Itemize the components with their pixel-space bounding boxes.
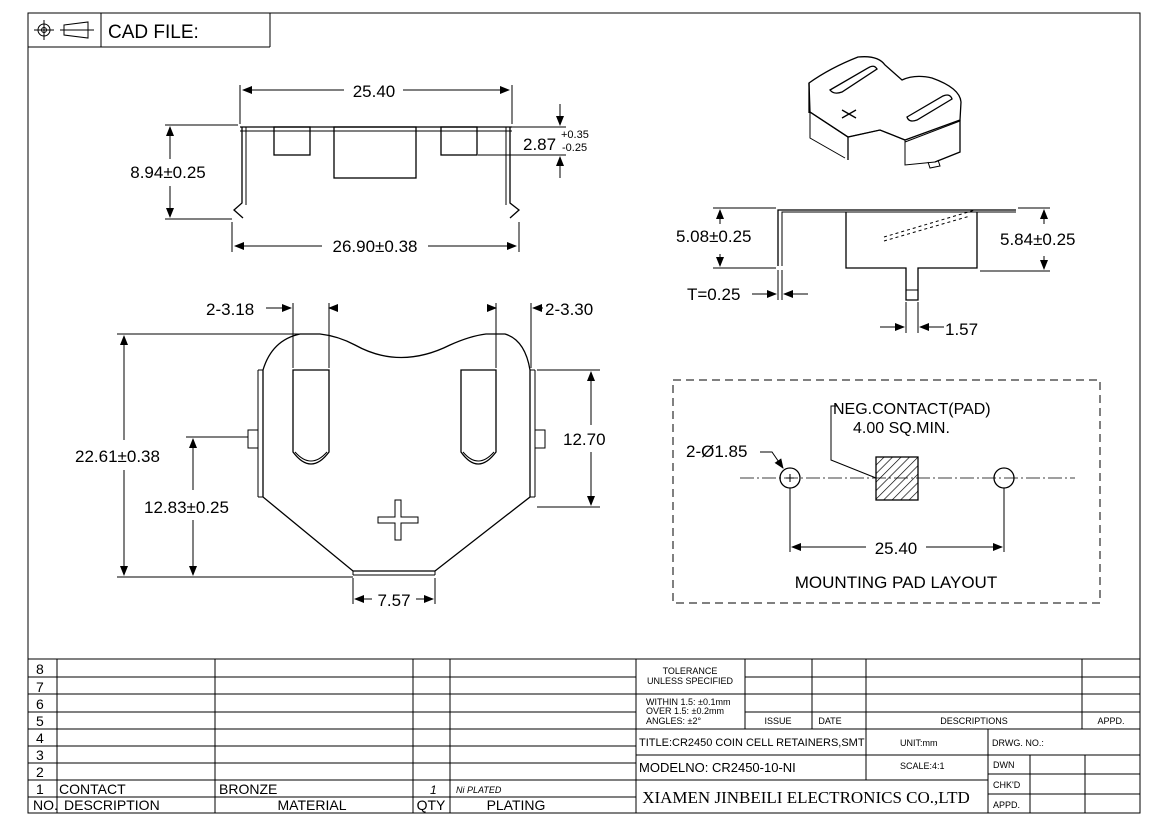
bom-item-description: CONTACT (59, 781, 126, 797)
bom-header-qty: QTY (417, 797, 446, 813)
scale-label: SCALE:4:1 (900, 761, 945, 771)
bom-header-material: MATERIAL (278, 797, 347, 813)
tolerance-over: OVER 1.5: ±0.2mm (646, 706, 724, 716)
bom-item-plating: Ni PLATED (456, 785, 502, 795)
dim-step-tol-minus: -0.25 (562, 142, 587, 154)
dim-bottom-width: 26.90±0.38 (333, 237, 418, 256)
dim-step-tol-plus: +0.35 (561, 129, 589, 141)
dim-bottom-flat: 7.57 (377, 591, 410, 610)
front-view (233, 126, 521, 219)
dim-top-height: 8.94±0.25 (130, 163, 206, 182)
bom-row-number: 5 (36, 713, 44, 729)
dim-tab-height: 12.83±0.25 (144, 498, 229, 517)
plan-view (247, 333, 546, 576)
bom-row-number: 7 (36, 679, 44, 695)
dim-overall-height: 22.61±0.38 (75, 447, 160, 466)
dim-right-span: 12.70 (563, 430, 606, 449)
hole-label: 2-Ø1.85 (686, 442, 747, 461)
front-view-dimensions: 25.40 8.94±0.25 2.87 +0.35 -0.25 26.90±0… (130, 82, 589, 256)
company-name: XIAMEN JINBEILI ELECTRONICS CO.,LTD (642, 788, 970, 807)
dim-slot-right: 2-3.30 (545, 300, 593, 319)
drawn-by-label: DWN (993, 760, 1015, 770)
dim-thickness: T=0.25 (687, 285, 740, 304)
third-angle-projection-icon (34, 20, 94, 40)
title-block: TOLERANCE UNLESS SPECIFIED WITHIN 1.5: ±… (636, 659, 1140, 813)
issue-header: ISSUE (764, 716, 791, 726)
bom-row-number: 2 (36, 764, 44, 780)
appd-column-header: APPD. (1097, 716, 1124, 726)
bom-row-number: 3 (36, 747, 44, 763)
descriptions-header: DESCRIPTIONS (940, 716, 1008, 726)
drawing-number-label: DRWG. NO.: (992, 738, 1044, 748)
drawing-border (27, 12, 1141, 814)
drawing-title: TITLE:CR2450 COIN CELL RETAINERS,SMT (639, 737, 865, 749)
bom-item-no: 1 (36, 781, 44, 797)
bom-header-plating: PLATING (487, 797, 546, 813)
model-number: MODELNO: CR2450-10-NI (639, 760, 796, 775)
bom-header-description: DESCRIPTION (64, 797, 160, 813)
isometric-view (808, 56, 962, 169)
pad-pitch: 25.40 (875, 539, 918, 558)
cad-file-header: CAD FILE: (28, 13, 271, 48)
bom-header-no: NO. (33, 797, 58, 813)
side-view (777, 209, 1016, 301)
bom-row-number: 4 (36, 730, 44, 746)
pad-layout-frame (672, 379, 1101, 604)
dim-overall-side-height: 5.84±0.25 (1000, 230, 1076, 249)
dim-slot-left: 2-3.18 (206, 300, 254, 319)
dim-top-width: 25.40 (353, 82, 396, 101)
mounting-pad-layout: NEG.CONTACT(PAD) 4.00 SQ.MIN. 2-Ø1.85 25… (672, 379, 1101, 604)
dim-step-height: 2.87 (523, 135, 556, 154)
side-view-dimensions: 5.08±0.25 5.84±0.25 T=0.25 1.57 (676, 207, 1076, 339)
tolerance-line2: UNLESS SPECIFIED (647, 676, 734, 686)
approved-by-label: APPD. (993, 800, 1020, 810)
bom-item-qty: 1 (430, 783, 437, 797)
bom-table: 8 7 6 5 4 3 2 1 CONTACT BRONZE 1 Ni PLAT… (28, 658, 1140, 813)
bom-row-number: 6 (36, 696, 44, 712)
date-header: DATE (818, 716, 841, 726)
tolerance-line1: TOLERANCE (663, 666, 718, 676)
cad-file-label: CAD FILE: (108, 22, 199, 43)
bom-row-number: 8 (36, 661, 44, 677)
unit-label: UNIT:mm (900, 738, 938, 748)
tolerance-angles: ANGLES: ±2° (646, 716, 701, 726)
dim-tail-width: 1.57 (945, 320, 978, 339)
tolerance-within: WITHIN 1.5: ±0.1mm (646, 697, 730, 707)
neg-contact-size: 4.00 SQ.MIN. (853, 420, 950, 437)
neg-contact-label: NEG.CONTACT(PAD) (833, 401, 991, 418)
plan-view-dimensions: 2-3.18 2-3.30 22.61±0.38 12.83±0.25 12.7… (75, 300, 606, 610)
checked-by-label: CHK'D (993, 780, 1021, 790)
bom-item-material: BRONZE (219, 781, 277, 797)
neg-contact-pad (875, 456, 919, 501)
dim-side-height: 5.08±0.25 (676, 227, 752, 246)
pad-layout-title: MOUNTING PAD LAYOUT (795, 573, 997, 592)
